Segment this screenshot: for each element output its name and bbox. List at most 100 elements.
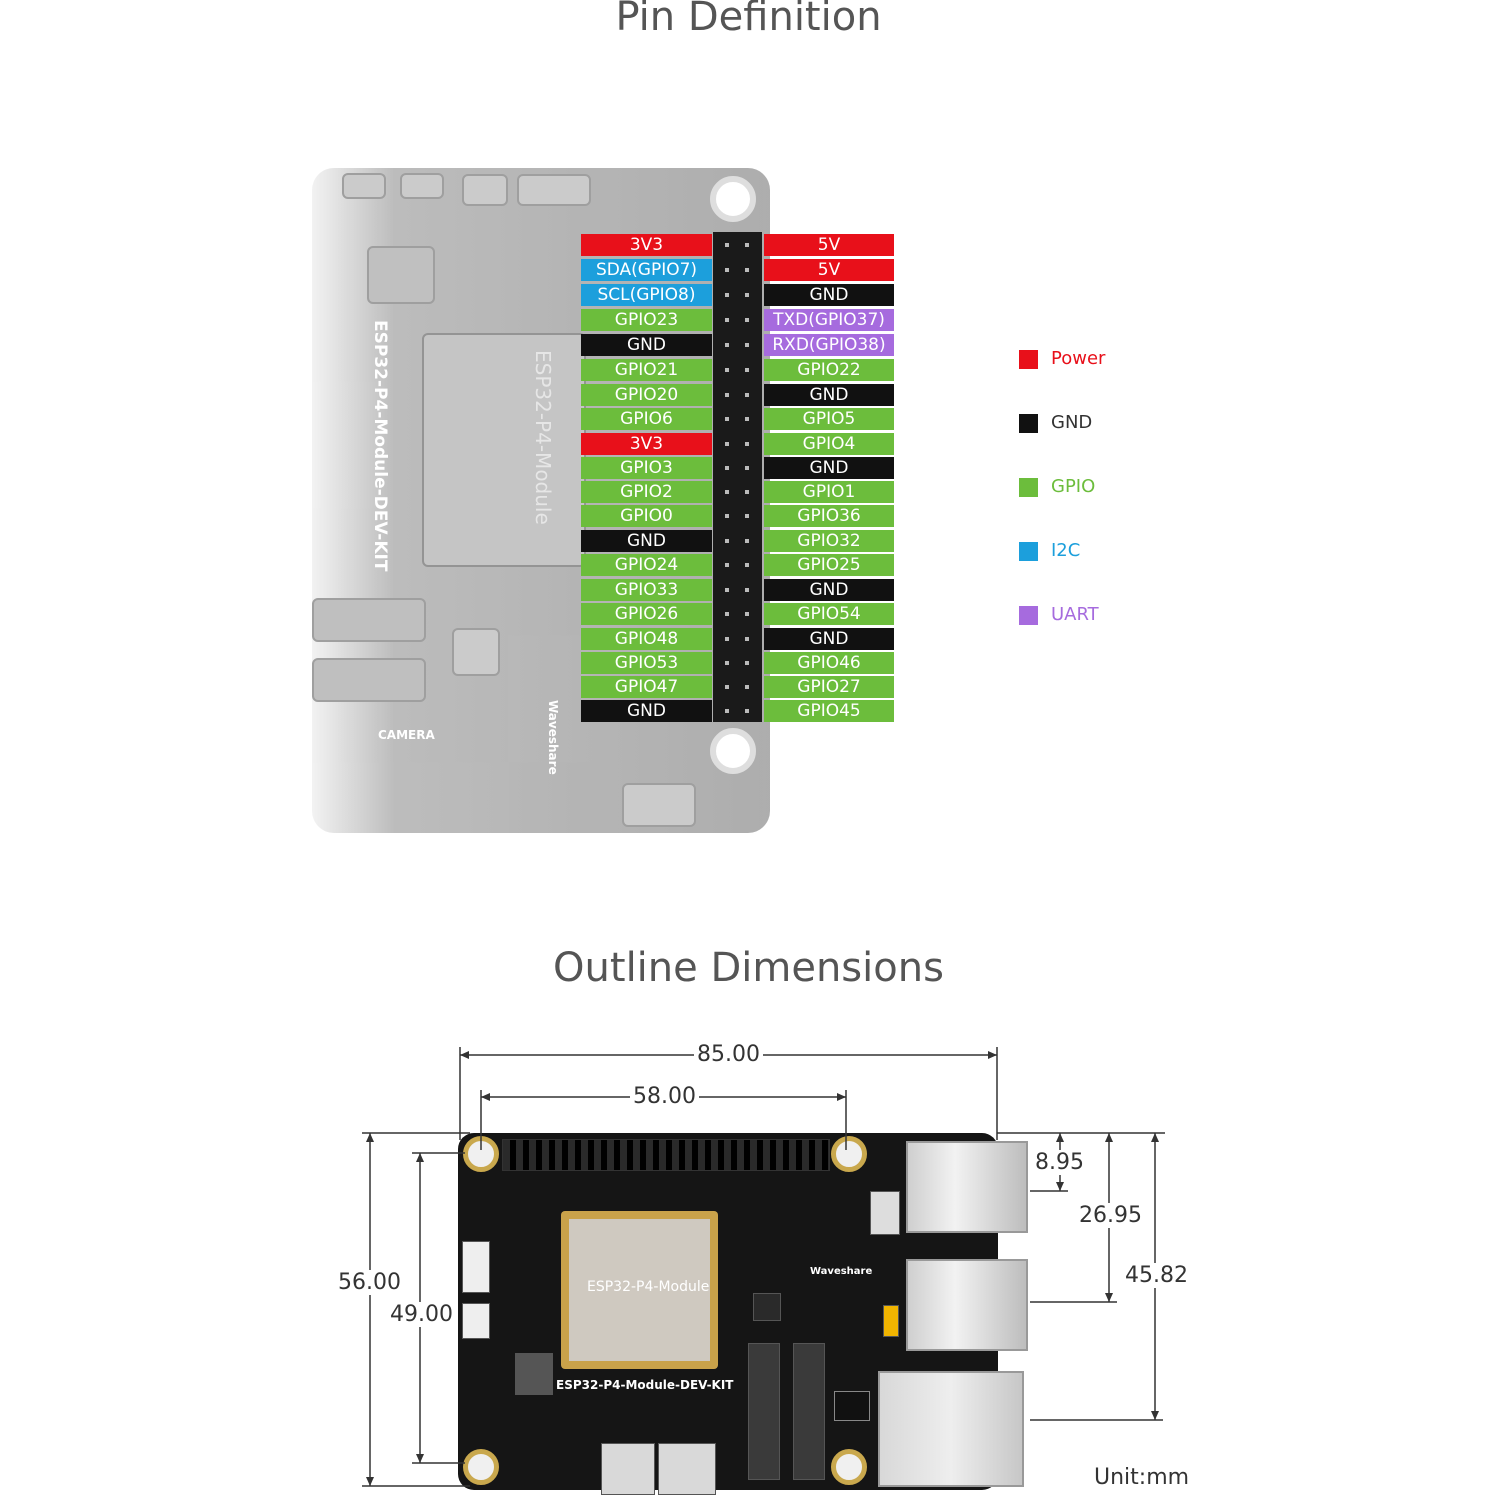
header-pin — [745, 709, 749, 713]
header-pin — [745, 318, 749, 322]
display-connector — [312, 598, 426, 642]
pin-right-20: GPIO45 — [764, 700, 894, 722]
pin-right-7: GND — [764, 384, 894, 406]
header-pin — [725, 466, 729, 470]
gpio-header — [502, 1139, 830, 1171]
pin-right-14: GPIO25 — [764, 554, 894, 576]
pin-right-8: GPIO5 — [764, 408, 894, 430]
dimension-arrow — [460, 1051, 469, 1059]
reset-button — [400, 173, 444, 199]
usb-port-2 — [906, 1259, 1028, 1351]
usb1-offset-dimension: 8.95 — [1032, 1150, 1087, 1175]
board-top-view: ESP32-P4-Module ESP32-P4-Module-DEV-KIT … — [458, 1133, 1028, 1495]
header-pin — [725, 514, 729, 518]
speaker-connector — [870, 1191, 900, 1235]
legend-label: GPIO — [1051, 476, 1096, 497]
header-pin — [725, 417, 729, 421]
legend-swatch — [1019, 414, 1038, 433]
legend-swatch — [1019, 606, 1038, 625]
module-chip: ESP32-P4-Module — [561, 1211, 718, 1369]
legend-swatch — [1019, 542, 1038, 561]
header-pin — [725, 243, 729, 247]
hole-spacing-y-dimension: 49.00 — [387, 1302, 456, 1327]
module-name-label: ESP32-P4-Module — [587, 1279, 710, 1295]
pin-left-16: GPIO26 — [581, 603, 712, 625]
hole-spacing-x-dimension: 58.00 — [630, 1084, 699, 1109]
header-pin — [745, 563, 749, 567]
camera-label: CAMERA — [378, 728, 435, 742]
header-pin — [745, 490, 749, 494]
header-pin — [725, 490, 729, 494]
dimension-arrow — [1056, 1182, 1064, 1191]
pin-left-6: GPIO21 — [581, 359, 712, 381]
header-pin — [745, 343, 749, 347]
poe-header — [834, 1391, 870, 1421]
pin-left-4: GPIO23 — [581, 309, 712, 331]
header-pin — [725, 539, 729, 543]
header-pin — [725, 442, 729, 446]
ethernet-offset-dimension: 45.82 — [1122, 1263, 1191, 1288]
inductor — [515, 1353, 553, 1395]
pin-right-9: GPIO4 — [764, 433, 894, 455]
header-pin — [745, 539, 749, 543]
pin-left-13: GND — [581, 530, 712, 552]
camera-connector — [793, 1343, 825, 1480]
pin-left-19: GPIO47 — [581, 676, 712, 698]
pin-right-5: RXD(GPIO38) — [764, 334, 894, 356]
speaker-connector — [622, 783, 696, 827]
dimension-arrow — [416, 1153, 424, 1162]
pin-left-3: SCL(GPIO8) — [581, 284, 712, 306]
pin-left-10: GPIO3 — [581, 457, 712, 479]
header-pin — [725, 368, 729, 372]
dimension-arrow — [1056, 1133, 1064, 1142]
pin-right-6: GPIO22 — [764, 359, 894, 381]
header-pin — [745, 368, 749, 372]
header-pin — [725, 685, 729, 689]
pin-right-3: GND — [764, 284, 894, 306]
dimension-arrow — [366, 1133, 374, 1142]
header-pin — [725, 637, 729, 641]
dimension-arrow — [1105, 1133, 1113, 1142]
pin-left-15: GPIO33 — [581, 579, 712, 601]
mounting-hole — [710, 728, 756, 774]
header-pin — [725, 563, 729, 567]
pin-definition-title: Pin Definition — [615, 0, 882, 40]
legend-swatch — [1019, 478, 1038, 497]
pin-right-19: GPIO27 — [764, 676, 894, 698]
unit-label: Unit:mm — [1091, 1465, 1193, 1490]
header-pin — [745, 612, 749, 616]
pin-left-12: GPIO0 — [581, 505, 712, 527]
inductor — [367, 246, 435, 304]
header-pin — [725, 709, 729, 713]
pin-left-2: SDA(GPIO7) — [581, 259, 712, 281]
display-connector — [748, 1343, 780, 1480]
legend-label: UART — [1051, 604, 1099, 625]
pin-right-12: GPIO36 — [764, 505, 894, 527]
dimension-arrow — [366, 1477, 374, 1486]
legend-label: Power — [1051, 348, 1106, 369]
header-pin — [725, 268, 729, 272]
header-pin — [725, 393, 729, 397]
usb-c-port — [658, 1443, 716, 1495]
dimension-arrow — [1151, 1411, 1159, 1420]
header-pin — [745, 661, 749, 665]
jumper — [883, 1305, 899, 1337]
width-dimension: 85.00 — [694, 1042, 763, 1067]
header-pin — [745, 514, 749, 518]
pin-right-10: GND — [764, 457, 894, 479]
header-pin — [745, 243, 749, 247]
brand-label: Waveshare — [810, 1266, 873, 1277]
pin-left-11: GPIO2 — [581, 481, 712, 503]
dimension-arrow — [837, 1093, 846, 1101]
pin-right-13: GPIO32 — [764, 530, 894, 552]
pin-left-20: GND — [581, 700, 712, 722]
board-name-label: ESP32-P4-Module-DEV-KIT — [556, 1378, 734, 1392]
header-pin — [725, 318, 729, 322]
header-pin — [745, 393, 749, 397]
pin-right-16: GPIO54 — [764, 603, 894, 625]
mounting-hole — [831, 1449, 867, 1485]
usb-port-1 — [906, 1141, 1028, 1233]
dimension-arrow — [1105, 1293, 1113, 1302]
pin-left-7: GPIO20 — [581, 384, 712, 406]
